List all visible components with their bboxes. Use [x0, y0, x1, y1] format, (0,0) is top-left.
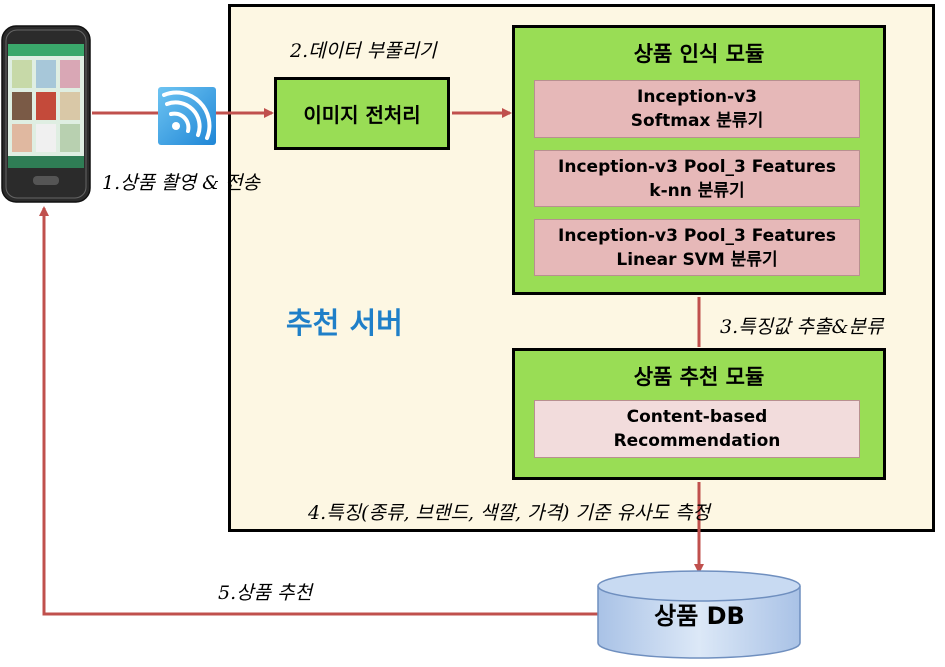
recognition-module-title: 상품 인식 모듈 [633, 42, 765, 66]
classifier-svm: Inception-v3 Pool_3 Features Linear SVM … [534, 219, 860, 276]
method-line1: Content-based [626, 407, 768, 427]
content-based-method: Content-based Recommendation [534, 400, 860, 458]
classifier-line2: Softmax 분류기 [630, 111, 764, 131]
step-capture-label: 1.상품 촬영 & 전송 [102, 172, 261, 194]
step-extract-label: 3.특징값 추출&분류 [720, 316, 884, 338]
classifier-line1: Inception-v3 Pool_3 Features [558, 225, 836, 246]
step-augment-label: 2.데이터 부풀리기 [290, 40, 437, 62]
arrow-db-to-phone [39, 206, 598, 616]
database-cylinder-icon [597, 570, 801, 659]
classifier-line1: Inception-v3 Pool_3 Features [558, 156, 836, 177]
method-line2: Recommendation [613, 431, 781, 451]
classifier-knn: Inception-v3 Pool_3 Features k-nn 분류기 [534, 150, 860, 207]
step-recommend-label: 5.상품 추천 [218, 582, 313, 604]
classifier-softmax: Inception-v3 Softmax 분류기 [534, 80, 860, 138]
recommendation-module-title: 상품 추천 모듈 [633, 365, 765, 389]
classifier-line2: k-nn 분류기 [649, 180, 745, 201]
wifi-signal-icon [158, 87, 216, 145]
classifier-line2: Linear SVM 분류기 [616, 249, 778, 270]
product-db-label: 상품 DB [654, 602, 745, 630]
server-title: 추천 서버 [286, 306, 403, 340]
step-similarity-label: 4.특징(종류, 브랜드, 색깔, 가격) 기준 유사도 측정 [308, 502, 710, 524]
preprocess-box: 이미지 전처리 [274, 77, 450, 150]
smartphone-icon [1, 25, 91, 203]
classifier-line1: Inception-v3 [637, 87, 757, 107]
preprocess-label: 이미지 전처리 [303, 103, 421, 127]
